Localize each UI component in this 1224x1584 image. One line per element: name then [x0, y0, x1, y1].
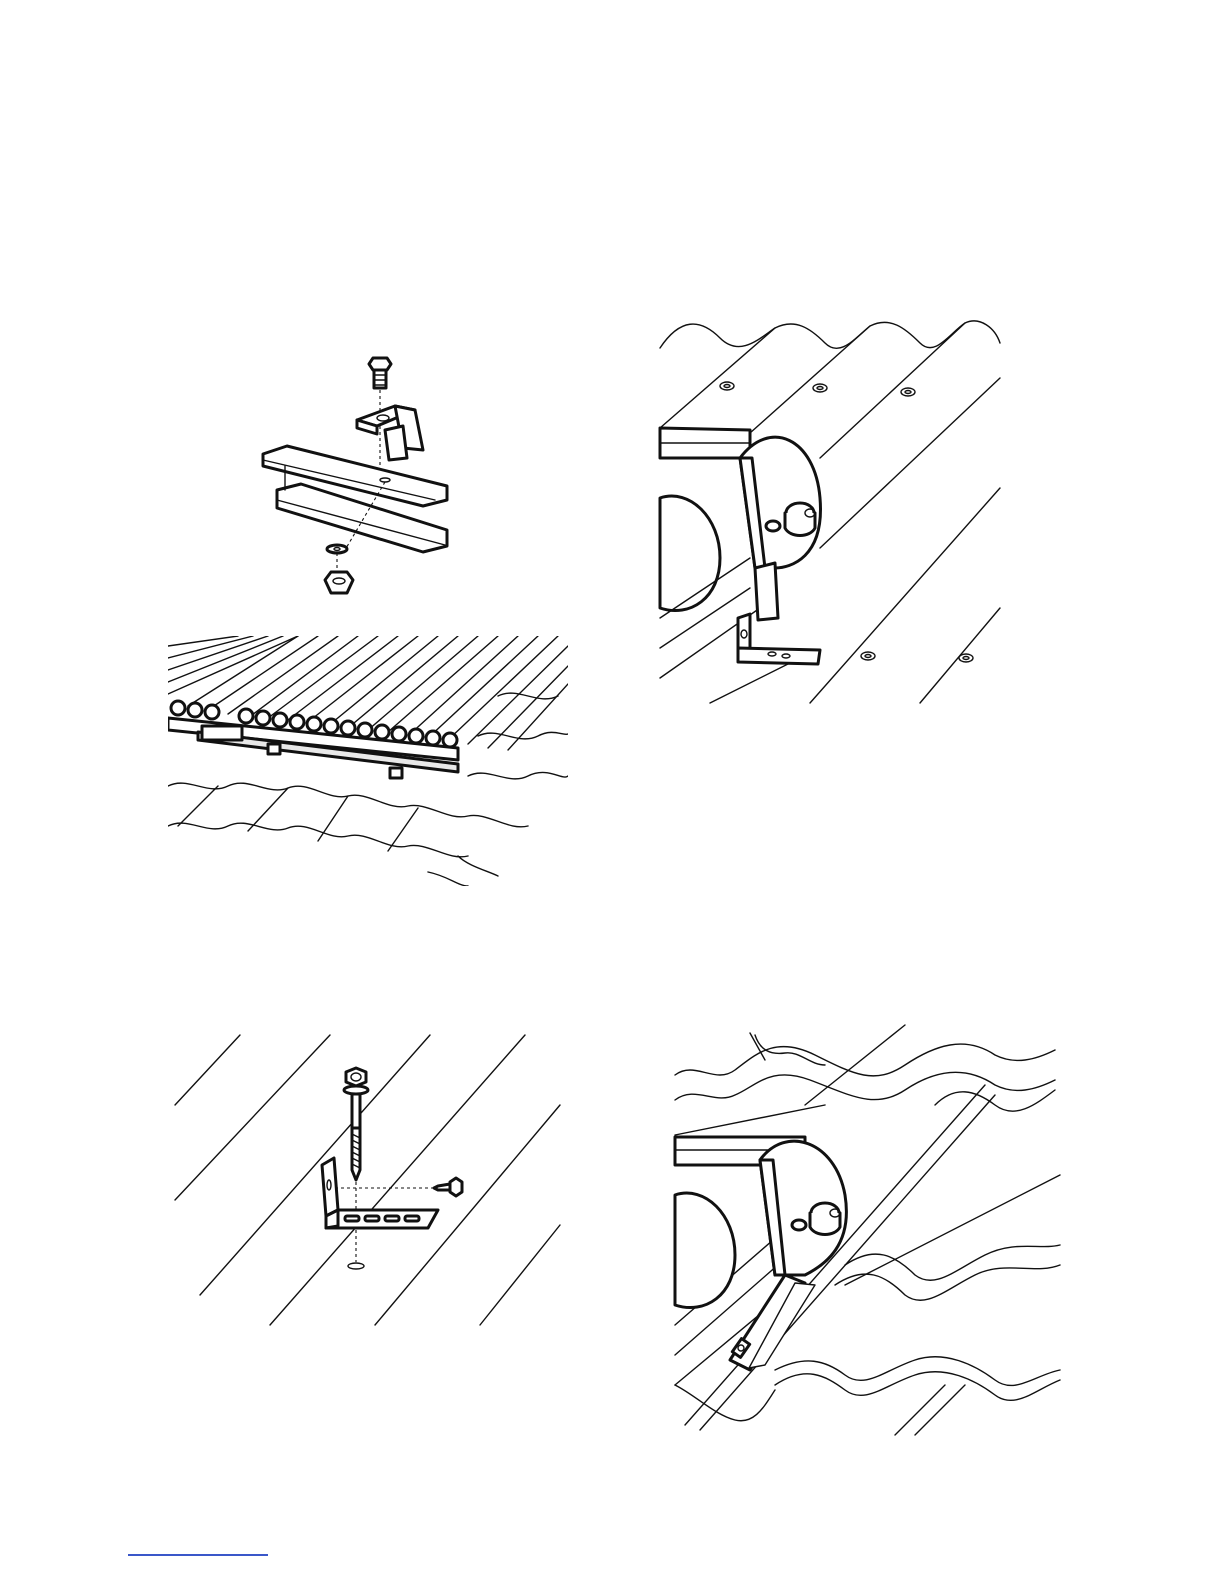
collector-frame-on-tile-roof-figure: [675, 1025, 1060, 1435]
footer-link-underline[interactable]: [128, 1554, 268, 1556]
collector-frame: [675, 1105, 846, 1370]
self-tapping-screw-icon: [434, 1178, 462, 1196]
lag-screw-icon: [344, 1068, 368, 1180]
bolt-icon: [369, 358, 391, 388]
washer-icon: [327, 545, 347, 553]
roof-ridge-lines: [660, 323, 1000, 703]
z-bracket-icon: [357, 406, 423, 460]
washer-icon: [348, 1263, 364, 1269]
bracket-bolt-assembly-figure: [255, 350, 455, 600]
angle-bracket-icon: [322, 1158, 438, 1228]
collector-frame-on-corrugated-roof-figure: [660, 318, 1010, 713]
corrugated-roof-edge: [660, 321, 1000, 348]
rail-icon: [263, 446, 447, 552]
collector-on-tile-roof-figure: [168, 636, 568, 886]
nut-icon: [325, 572, 353, 593]
collector-frame: [660, 428, 820, 678]
angle-bracket-screw-assembly-figure: [170, 1030, 565, 1330]
roof-tiles: [168, 693, 568, 886]
